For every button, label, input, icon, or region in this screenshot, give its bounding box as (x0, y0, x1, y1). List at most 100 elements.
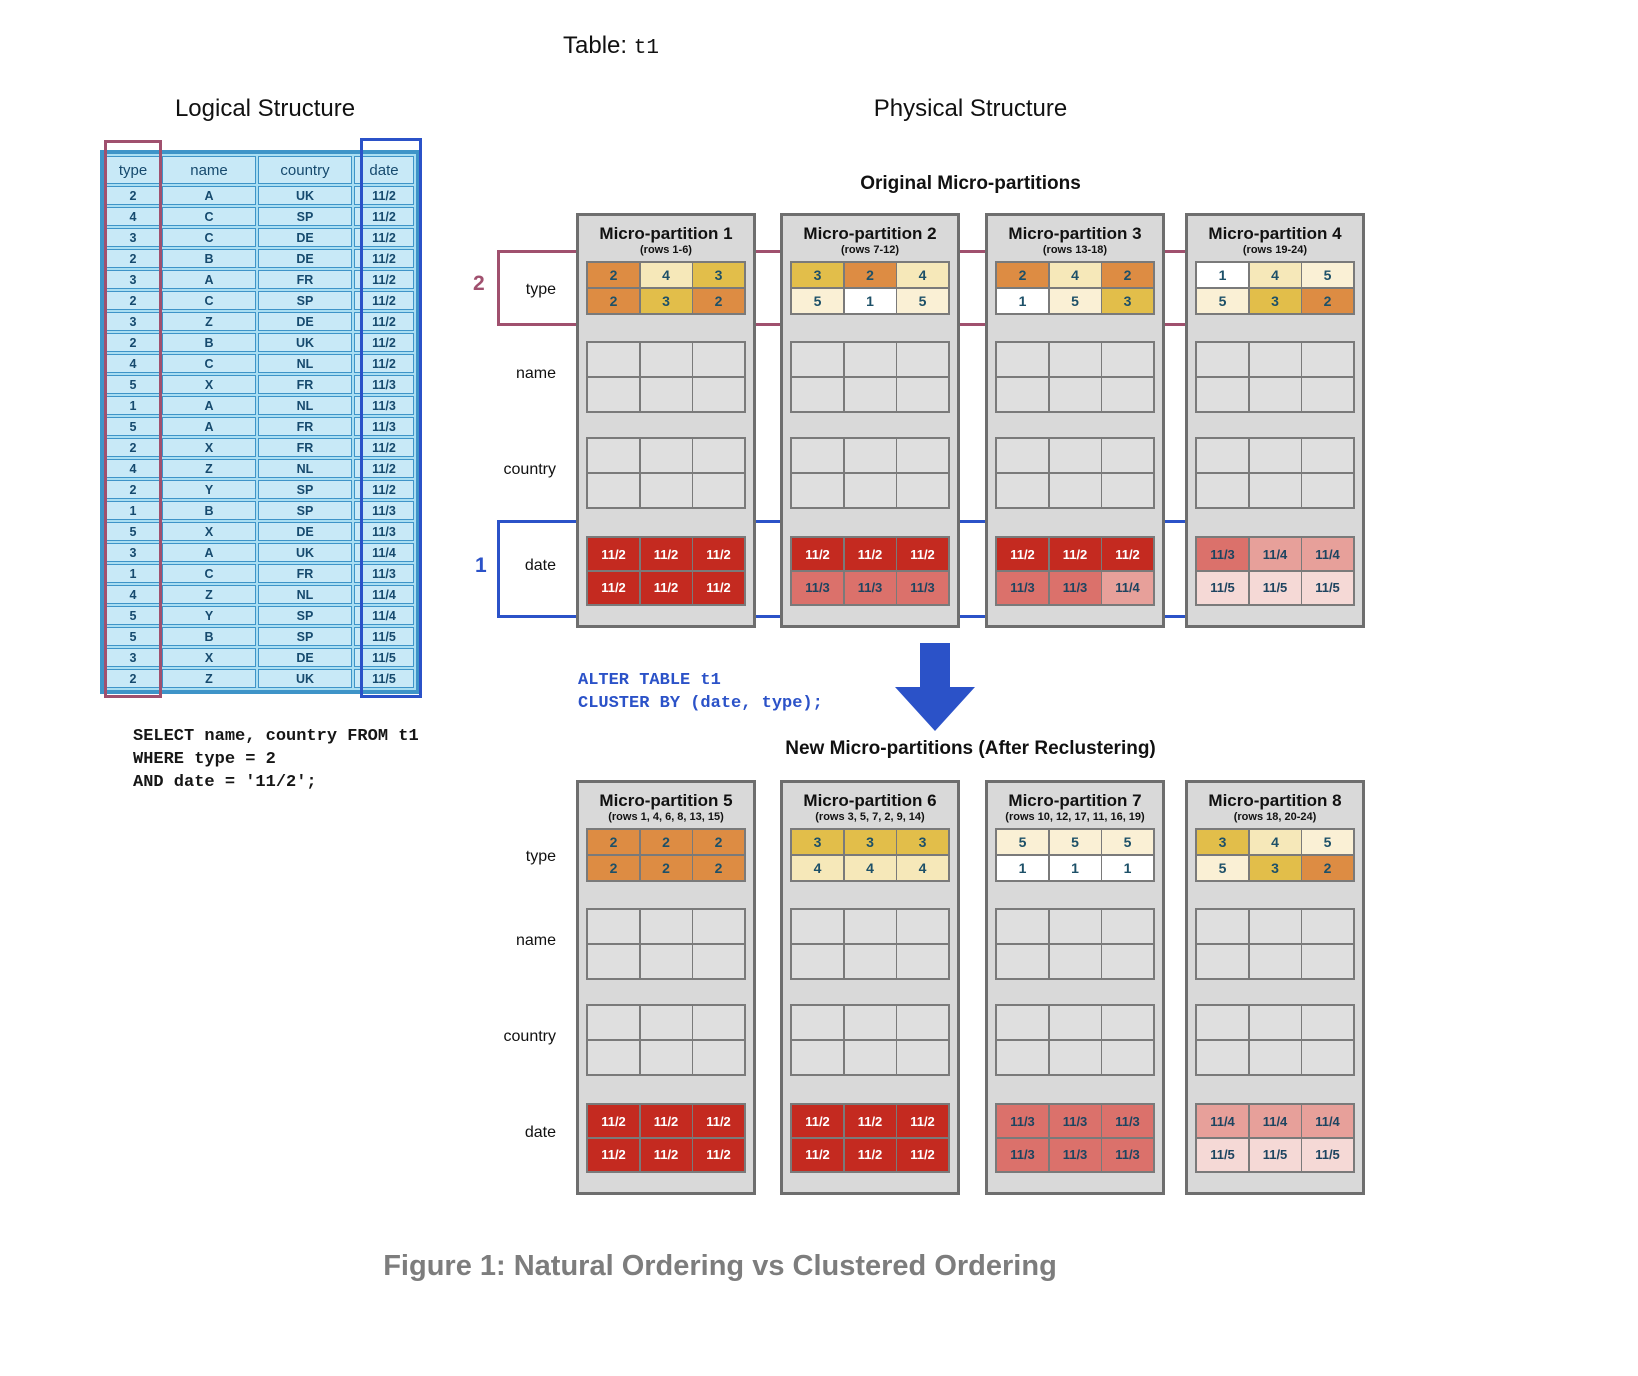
value-cell: 11/2 (897, 1138, 948, 1171)
value-cell: 11/2 (792, 538, 843, 570)
empty-cell (588, 910, 639, 943)
partition-subtitle: (rows 7-12) (840, 244, 900, 256)
value-cell: 11/4 (1102, 571, 1153, 604)
select-query-code: SELECT name, country FROM t1 WHERE type … (133, 727, 419, 792)
empty-cell (844, 439, 896, 472)
empty-cell (792, 1006, 843, 1039)
empty-cell (1249, 377, 1301, 411)
value-cell: 2 (588, 855, 639, 880)
value-cell: 2 (1102, 263, 1153, 287)
table-cell: A (162, 417, 256, 436)
empty-cell (1049, 910, 1101, 943)
empty-cell (997, 377, 1048, 411)
name-values-grid (790, 908, 950, 980)
empty-cell (1197, 910, 1248, 943)
empty-cell (588, 1006, 639, 1039)
value-cell: 11/3 (1102, 1138, 1153, 1171)
empty-cell (1049, 1006, 1101, 1039)
value-cell: 4 (844, 855, 896, 880)
partition-title: Micro-partition 6 (803, 791, 937, 810)
table-cell: B (162, 501, 256, 520)
partition-title: Micro-partition 4 (1208, 224, 1342, 243)
table-cell: A (162, 186, 256, 205)
table-cell: 11/3 (354, 522, 414, 541)
value-cell: 4 (640, 263, 692, 287)
name-values-grid (1195, 908, 1355, 980)
table-cell: 3 (106, 312, 160, 331)
empty-cell (640, 944, 692, 978)
table-cell: 11/2 (354, 270, 414, 289)
table-cell: 11/2 (354, 480, 414, 499)
empty-cell (1197, 343, 1248, 376)
table-cell: FR (258, 438, 352, 457)
table-cell: NL (258, 459, 352, 478)
empty-cell (1302, 473, 1353, 507)
table-cell: X (162, 522, 256, 541)
empty-cell (897, 944, 948, 978)
value-cell: 11/2 (792, 1105, 843, 1137)
empty-cell (792, 343, 843, 376)
empty-cell (1249, 343, 1301, 376)
value-cell: 3 (693, 263, 744, 287)
table-cell: 11/2 (354, 459, 414, 478)
empty-cell (588, 343, 639, 376)
partition-subtitle: (rows 1-6) (640, 244, 692, 256)
empty-cell (588, 377, 639, 411)
empty-cell (588, 473, 639, 507)
table-cell: 11/5 (354, 627, 414, 646)
table-cell: 2 (106, 669, 160, 688)
value-cell: 11/5 (1302, 1138, 1353, 1171)
empty-cell (640, 439, 692, 472)
value-cell: 3 (792, 263, 843, 287)
partition-title: Micro-partition 8 (1208, 791, 1342, 810)
micro-partition: Micro-partition 7(rows 10, 12, 17, 11, 1… (985, 780, 1165, 1195)
table-cell: 5 (106, 627, 160, 646)
value-cell: 3 (1102, 288, 1153, 313)
table-cell: 11/3 (354, 396, 414, 415)
table-cell: 11/5 (354, 648, 414, 667)
value-cell: 11/3 (1197, 538, 1248, 570)
value-cell: 3 (1249, 855, 1301, 880)
country-values-grid (790, 1004, 950, 1076)
row-label-date: date (524, 1124, 556, 1141)
value-cell: 2 (588, 830, 639, 854)
empty-cell (997, 910, 1048, 943)
value-cell: 11/5 (1302, 571, 1353, 604)
column-header-name: name (162, 156, 256, 184)
empty-cell (640, 1006, 692, 1039)
empty-cell (693, 910, 744, 943)
empty-cell (1302, 910, 1353, 943)
value-cell: 11/2 (693, 1138, 744, 1171)
empty-cell (844, 1040, 896, 1074)
country-values-grid (995, 437, 1155, 509)
table-cell: C (162, 564, 256, 583)
name-values-grid (586, 908, 746, 980)
value-cell: 1 (997, 288, 1048, 313)
value-cell: 11/4 (1197, 1105, 1248, 1137)
name-values-grid (995, 908, 1155, 980)
table-cell: UK (258, 333, 352, 352)
empty-cell (1197, 1006, 1248, 1039)
country-values-grid (1195, 1004, 1355, 1076)
empty-cell (1049, 439, 1101, 472)
value-cell: 5 (792, 288, 843, 313)
table-cell: 11/3 (354, 417, 414, 436)
partition-subtitle: (rows 19-24) (1242, 244, 1308, 256)
empty-cell (693, 944, 744, 978)
value-cell: 3 (640, 288, 692, 313)
empty-cell (1249, 910, 1301, 943)
value-cell: 2 (640, 855, 692, 880)
value-cell: 11/2 (693, 1105, 744, 1137)
